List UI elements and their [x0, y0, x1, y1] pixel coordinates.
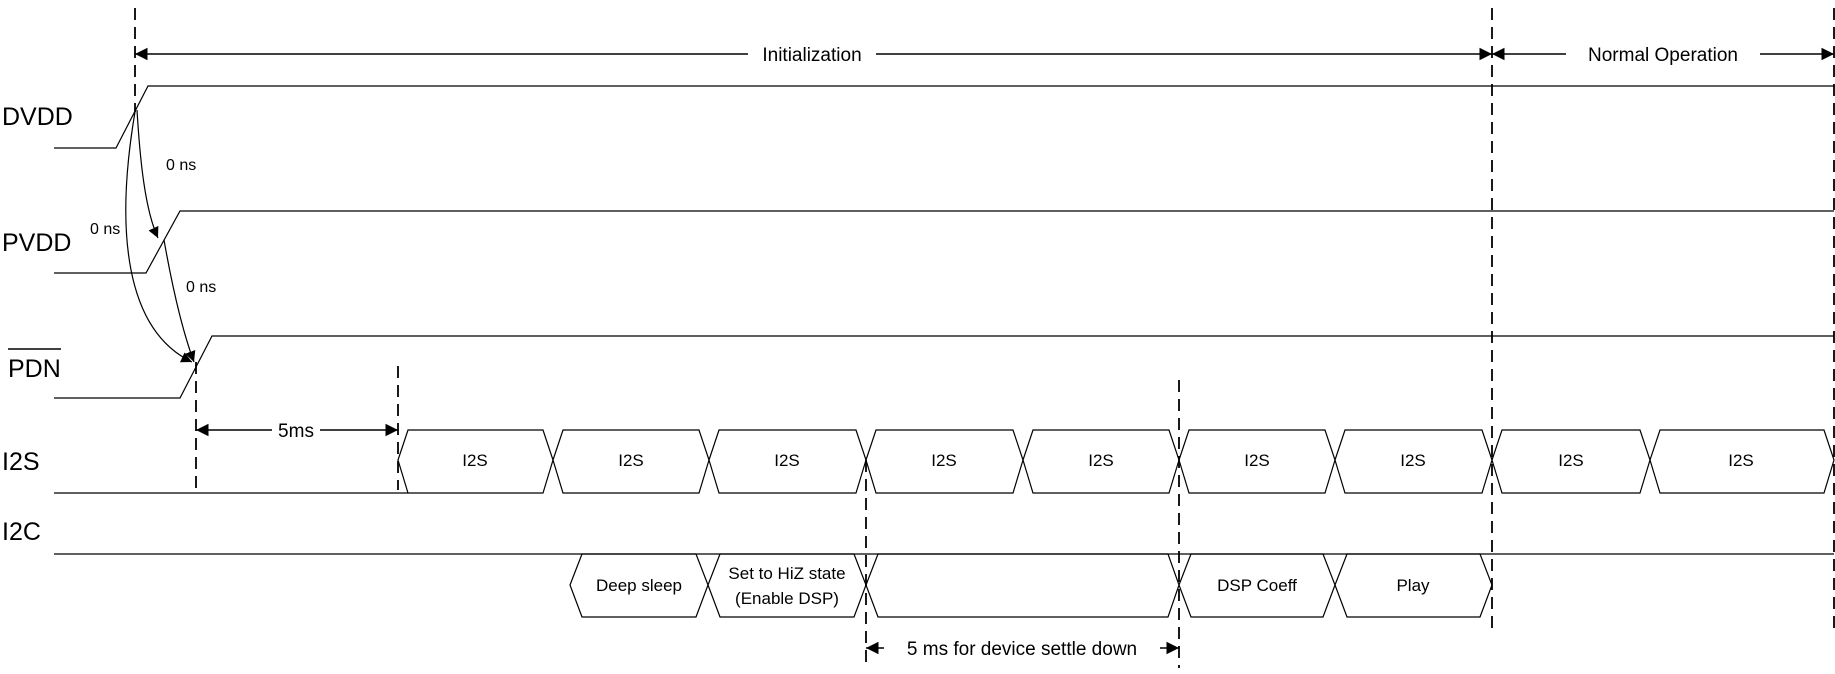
dvdd-waveform	[54, 85, 1834, 149]
dvdd-to-pdn-arrow	[125, 111, 193, 363]
settle-delay-label: 5 ms for device settle down	[907, 639, 1137, 660]
pdn-to-i2s-delay: 5ms	[278, 421, 314, 442]
i2s-cell-label: I2S	[931, 451, 957, 470]
signal-label-dvdd: DVDD	[2, 103, 73, 131]
i2s-cell-label: I2S	[774, 451, 800, 470]
i2s-cell-label: I2S	[1244, 451, 1270, 470]
pvdd-to-pdn-delay: 0 ns	[186, 279, 216, 296]
pdn-waveform	[54, 335, 1834, 399]
i2c-deep-sleep-label: Deep sleep	[596, 576, 682, 595]
i2c-cell-blank	[865, 553, 1180, 618]
i2c-bus: Deep sleep Set to HiZ state (Enable DSP)…	[569, 553, 1493, 618]
i2c-dsp-coeff-label: DSP Coeff	[1217, 576, 1297, 595]
dvdd-to-pdn-delay: 0 ns	[90, 221, 120, 238]
i2c-play-label: Play	[1396, 576, 1430, 595]
pvdd-to-pdn-arrow	[163, 239, 196, 363]
signal-label-pdn: PDN	[8, 355, 61, 383]
signal-label-i2c: I2C	[2, 518, 41, 546]
signal-label-i2s: I2S	[2, 448, 40, 476]
normal-operation-label: Normal Operation	[1588, 45, 1738, 66]
i2c-hiz-label-line2: (Enable DSP)	[735, 589, 839, 608]
pvdd-waveform	[54, 210, 1834, 274]
i2s-cell-label: I2S	[1728, 451, 1754, 470]
i2c-hiz-label-line1: Set to HiZ state	[728, 564, 845, 583]
i2s-cell	[1649, 429, 1835, 494]
i2s-bus: I2S I2S I2S I2S I2S I2S I2S I2S I2S	[397, 429, 1835, 494]
dvdd-to-pvdd-arrow	[136, 109, 159, 239]
initialization-label: Initialization	[762, 45, 861, 66]
signal-label-pvdd: PVDD	[2, 229, 71, 257]
i2s-cell-label: I2S	[1088, 451, 1114, 470]
i2s-cell-label: I2S	[1558, 451, 1584, 470]
i2s-cell-label: I2S	[618, 451, 644, 470]
dvdd-to-pvdd-delay: 0 ns	[166, 157, 196, 174]
i2s-cell-label: I2S	[462, 451, 488, 470]
i2c-cell-play	[1334, 553, 1493, 618]
i2s-cell-label: I2S	[1400, 451, 1426, 470]
